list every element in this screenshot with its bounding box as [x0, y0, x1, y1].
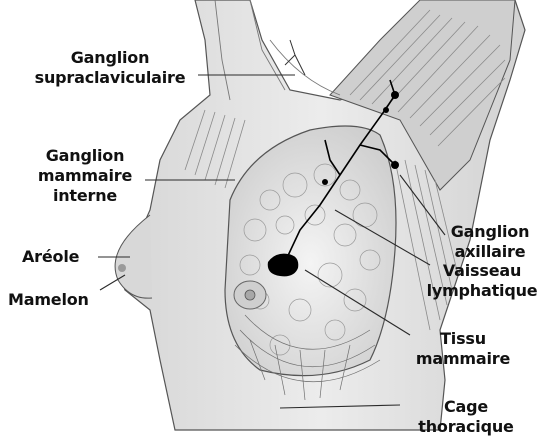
- label-tissu-mammaire: Tissu mammaire: [410, 329, 516, 369]
- label-line: Cage: [408, 397, 524, 417]
- label-line: axillaire: [440, 242, 540, 262]
- side-nipple: [118, 264, 126, 272]
- label-line: mammaire: [410, 349, 516, 369]
- label-areole: Aréole: [22, 247, 79, 267]
- label-line: mammaire: [30, 166, 140, 186]
- label-line: supraclaviculaire: [22, 68, 198, 88]
- label-ganglion-axillaire: Ganglion axillaire: [440, 222, 540, 262]
- label-line: Ganglion: [22, 48, 198, 68]
- label-line: lymphatique: [424, 281, 540, 301]
- label-vaisseau-lymphatique: Vaisseau lymphatique: [424, 261, 540, 301]
- label-ganglion-supraclaviculaire: Ganglion supraclaviculaire: [22, 48, 198, 88]
- label-line: Vaisseau: [424, 261, 540, 281]
- label-cage-thoracique: Cage thoracique: [408, 397, 524, 437]
- nipple-shape: [245, 290, 255, 300]
- label-line: thoracique: [408, 417, 524, 437]
- label-line: Tissu: [410, 329, 516, 349]
- label-mamelon: Mamelon: [8, 290, 89, 310]
- label-ganglion-mammaire-interne: Ganglion mammaire interne: [30, 146, 140, 206]
- label-line: Ganglion: [440, 222, 540, 242]
- supraclavicular-vessels: [285, 40, 305, 75]
- label-line: interne: [30, 186, 140, 206]
- label-line: Ganglion: [30, 146, 140, 166]
